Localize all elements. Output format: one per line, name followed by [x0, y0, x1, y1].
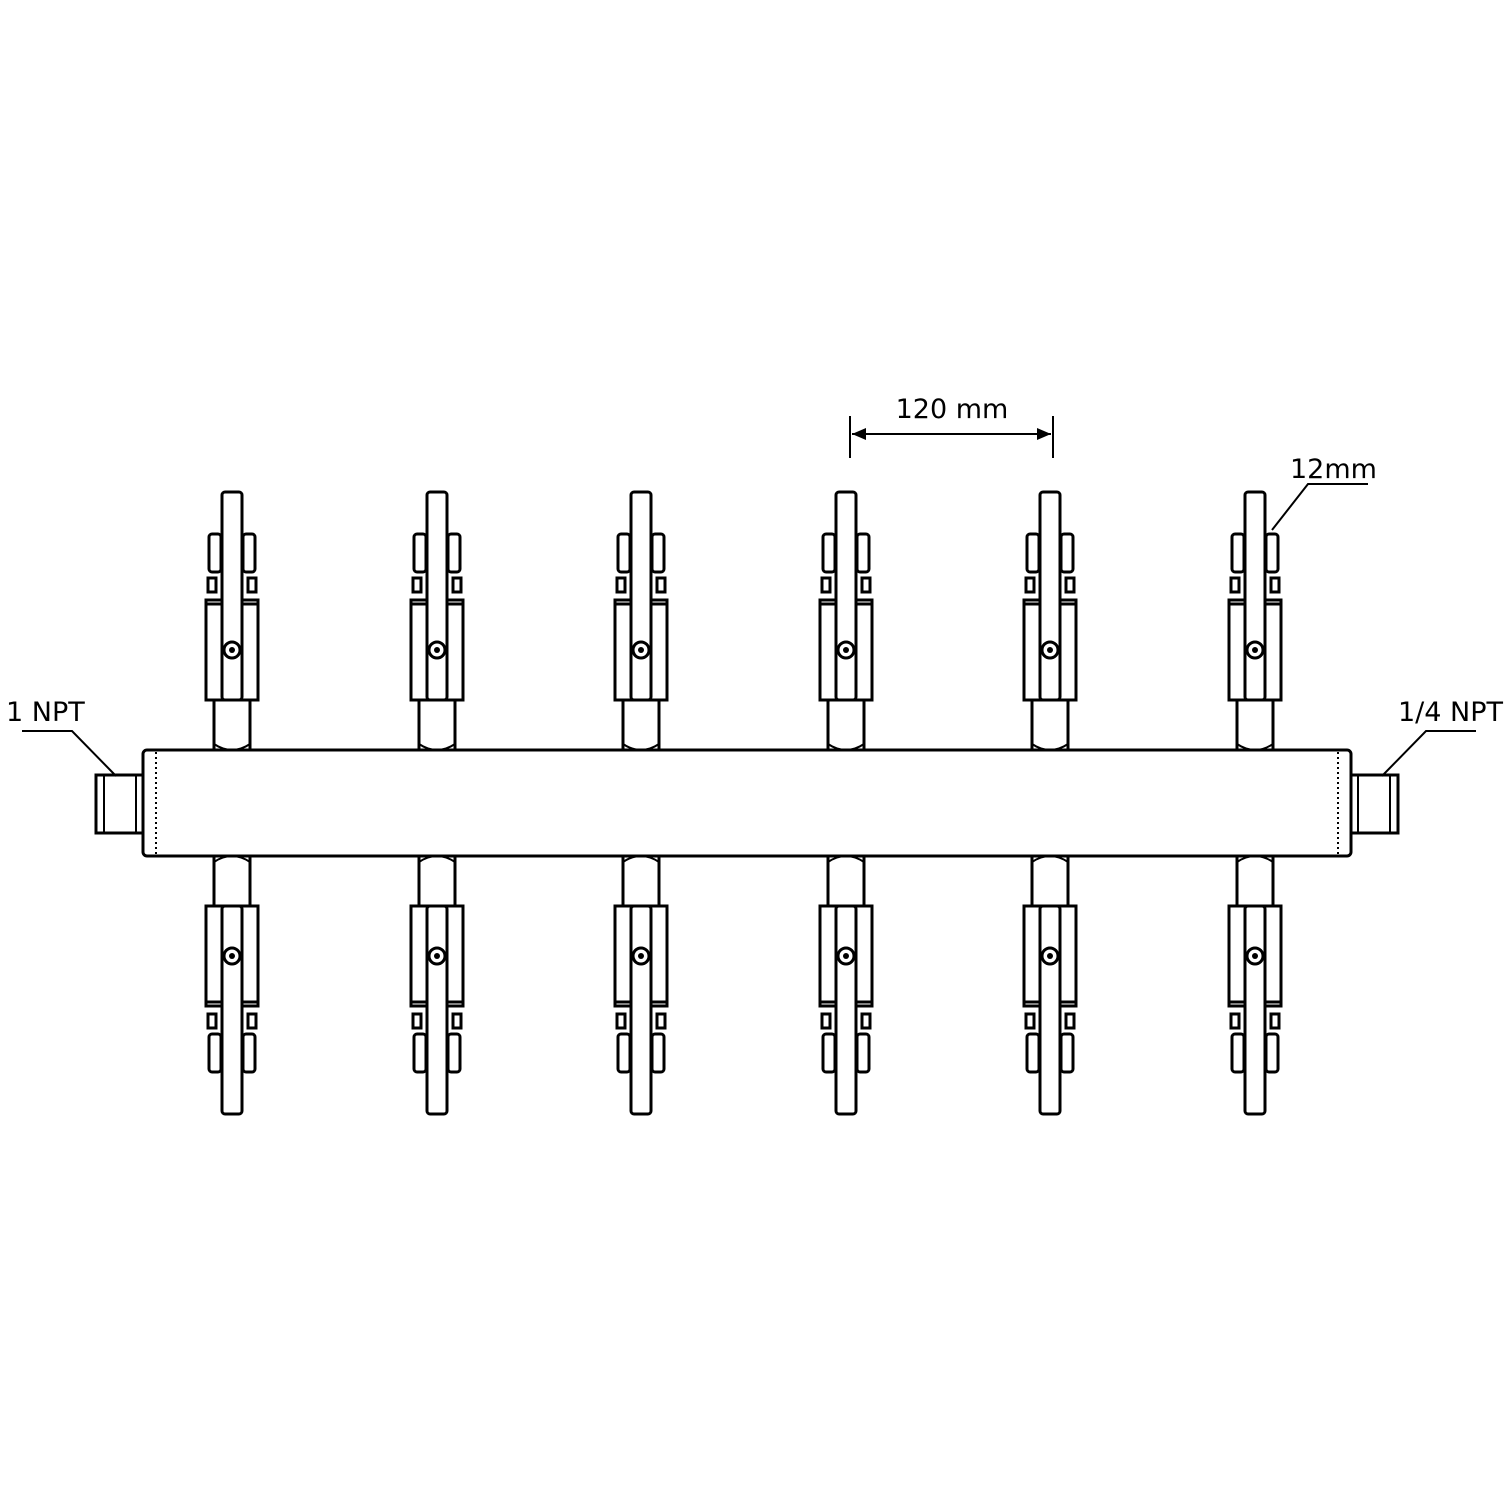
valve-bottom-3	[613, 854, 669, 1116]
valve-bottom-4	[818, 854, 874, 1116]
valve-top-6	[1227, 490, 1283, 752]
inlet-callout: 1 NPT	[6, 697, 117, 777]
valve-bottom-5	[1022, 854, 1078, 1116]
valve-array	[204, 490, 1283, 1116]
tube-label: 12mm	[1290, 454, 1377, 485]
valve-top-1	[204, 490, 260, 752]
valve-top-4	[818, 490, 874, 752]
spacing-dimension: 120 mm	[849, 394, 1054, 458]
valve-top-2	[409, 490, 465, 752]
manifold-bar	[141, 748, 1353, 858]
spacing-label: 120 mm	[896, 394, 1009, 425]
outlet-fitting	[1348, 773, 1400, 835]
valve-top-5	[1022, 490, 1078, 752]
valve-bottom-1	[204, 854, 260, 1116]
valve-top-3	[613, 490, 669, 752]
inlet-label: 1 NPT	[6, 697, 85, 728]
tube-callout: 12mm	[1271, 454, 1377, 531]
inlet-fitting	[94, 773, 146, 835]
outlet-callout: 1/4 NPT	[1381, 697, 1504, 777]
outlet-label: 1/4 NPT	[1398, 697, 1504, 728]
valve-bottom-6	[1227, 854, 1283, 1116]
valve-bottom-2	[409, 854, 465, 1116]
